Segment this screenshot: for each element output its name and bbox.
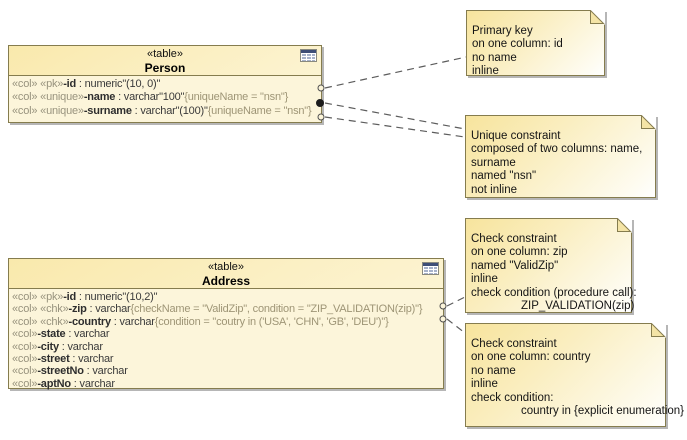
- table-row[interactable]: «col»-streetNo : varchar: [12, 365, 443, 377]
- row-name: -street: [37, 353, 70, 366]
- note-line: inline: [471, 273, 498, 286]
- note-line: Primary key: [472, 25, 533, 37]
- row-name: -surname: [83, 104, 132, 117]
- note-line: named "ValidZip": [471, 259, 559, 272]
- row-name: -streetNo: [37, 365, 84, 378]
- row-name: -state: [37, 328, 66, 341]
- anchor-line-check-country[interactable]: [446, 318, 466, 334]
- entity-name: Person: [144, 61, 186, 75]
- note-check-country[interactable]: Check constraint on one column: country …: [465, 323, 685, 427]
- note-line: surname: [471, 156, 516, 169]
- entity-stereotype: «table»: [207, 261, 245, 273]
- note-line: check condition:: [471, 391, 554, 404]
- note-fold-icon: [590, 10, 605, 25]
- note-line: no name: [472, 51, 517, 64]
- note-line: composed of two columns: name,: [471, 143, 643, 156]
- row-stereotype: «col»: [12, 365, 38, 378]
- table-row[interactable]: «col»-street : varchar: [12, 353, 443, 365]
- table-row[interactable]: «col» «chk»-country : varchar{condition …: [12, 316, 443, 328]
- entity-address-header[interactable]: «table» Address: [9, 259, 443, 289]
- table-row[interactable]: «col» «pk»-id : numeric"(10,2)": [12, 291, 443, 303]
- table-row[interactable]: «col»-state : varchar: [12, 328, 443, 340]
- row-name: -city: [37, 340, 59, 353]
- entity-address-attributes: «col» «pk»-id : numeric"(10,2)" «col» «c…: [9, 289, 443, 390]
- row-stereotype: «col» «pk»: [12, 78, 64, 90]
- anchor-line-unique-surname[interactable]: [324, 116, 466, 138]
- note-line: on one column: zip: [471, 246, 568, 259]
- entity-person-header[interactable]: «table» Person: [9, 46, 321, 76]
- row-name: -name: [83, 91, 116, 104]
- table-icon: [300, 49, 317, 62]
- note-check-zip[interactable]: Check constraint on one column: zip name…: [465, 218, 637, 313]
- row-name: -id: [63, 291, 77, 303]
- note-line: on one column: country: [471, 351, 591, 364]
- row-tags: {uniqueName = "nsn"}: [207, 104, 312, 117]
- row-stereotype: «col»: [12, 353, 38, 366]
- entity-person[interactable]: «table» Person «col» «pk»-id : numeric"(…: [8, 45, 322, 123]
- anchor-line-check-zip[interactable]: [446, 296, 466, 307]
- row-name: -country: [68, 315, 112, 328]
- entity-stereotype: «table»: [146, 48, 184, 60]
- row-stereotype: «col» «pk»: [12, 291, 64, 303]
- note-line: named "nsn": [471, 170, 537, 183]
- row-type: : varchar: [70, 377, 115, 390]
- note-line: Unique constraint: [471, 130, 561, 142]
- row-type: : varchar: [110, 315, 155, 328]
- row-tags: {uniqueName = "nsn"}: [184, 91, 289, 104]
- note-line: check condition (procedure call):: [471, 286, 637, 299]
- row-tags: {checkName = "ValidZip", condition = "ZI…: [130, 303, 423, 316]
- table-row[interactable]: «col»-city : varchar: [12, 341, 443, 353]
- note-unique-constraint[interactable]: Unique constraint composed of two column…: [465, 115, 656, 198]
- row-type: : numeric"(10, 0)": [76, 78, 161, 90]
- note-line: inline: [472, 65, 499, 78]
- note-line: no name: [471, 364, 516, 377]
- row-tags: {condition = "coutry in ('USA', 'CHN', '…: [154, 315, 389, 328]
- entity-name: Address: [201, 274, 251, 288]
- entity-person-attributes: «col» «pk»-id : numeric"(10, 0)" «col» «…: [9, 76, 321, 118]
- note-primary-key[interactable]: Primary key on one column: id no name in…: [466, 10, 605, 78]
- row-type: : varchar"(100)": [131, 104, 208, 117]
- anchor-line-pk-id[interactable]: [324, 56, 467, 89]
- row-stereotype: «col» «chk»: [12, 303, 69, 316]
- row-name: -zip: [68, 303, 87, 316]
- row-name: -id: [63, 78, 77, 90]
- table-row[interactable]: «col» «unique»-name : varchar"100"{uniqu…: [12, 91, 321, 104]
- row-type: : varchar: [58, 340, 103, 353]
- row-stereotype: «col»: [12, 340, 38, 353]
- row-type: : varchar: [65, 328, 110, 341]
- entity-address[interactable]: «table» Address «col» «pk»-id : numeric"…: [8, 258, 444, 390]
- row-stereotype: «col»: [12, 328, 38, 341]
- row-type: : varchar: [69, 353, 114, 366]
- note-fold-icon: [617, 218, 632, 233]
- note-line: Check constraint: [471, 338, 557, 350]
- table-icon: [422, 262, 439, 275]
- row-type: : varchar"100": [115, 91, 185, 104]
- row-name: -aptNo: [37, 377, 71, 390]
- note-line: not inline: [471, 183, 518, 196]
- anchor-line-unique-name[interactable]: [324, 102, 466, 130]
- row-stereotype: «col» «chk»: [12, 315, 69, 328]
- row-type: : varchar: [86, 303, 131, 316]
- row-stereotype: «col» «unique»: [12, 91, 84, 104]
- row-type: : numeric"(10,2)": [76, 291, 158, 303]
- note-line: on one column: id: [472, 38, 563, 51]
- table-row[interactable]: «col» «unique»-surname : varchar"(100)"{…: [12, 105, 321, 118]
- row-type: : varchar: [83, 365, 128, 378]
- note-line-indented: ZIP_VALIDATION(zip): [521, 300, 635, 313]
- note-line: inline: [471, 378, 498, 391]
- note-fold-icon: [651, 323, 666, 338]
- table-row[interactable]: «col» «chk»-zip : varchar{checkName = "V…: [12, 303, 443, 315]
- note-line: Check constraint: [471, 233, 557, 245]
- row-stereotype: «col» «unique»: [12, 104, 84, 117]
- table-row[interactable]: «col» «pk»-id : numeric"(10, 0)": [12, 78, 321, 91]
- note-fold-icon: [641, 115, 656, 130]
- note-line-indented: country in {explicit enumeration}: [521, 405, 685, 418]
- row-stereotype: «col»: [12, 377, 38, 390]
- table-row[interactable]: «col»-aptNo : varchar: [12, 378, 443, 390]
